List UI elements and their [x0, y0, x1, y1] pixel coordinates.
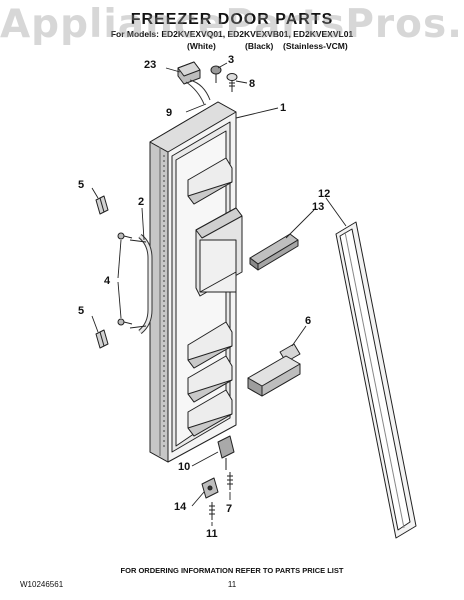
callout-4: 4	[104, 275, 111, 287]
page-title: FREEZER DOOR PARTS	[130, 11, 334, 28]
model-numbers: For Models: ED2KVEXVQ01, ED2KVEXVB01, ED…	[110, 29, 354, 39]
callout-12: 10	[178, 461, 190, 473]
callout-23: 23	[144, 59, 156, 71]
callout-1: 1	[280, 102, 286, 114]
callout-11: 9	[166, 107, 172, 119]
clip-part	[210, 65, 222, 83]
door-gasket	[335, 221, 417, 539]
callout-5-upper: 5	[78, 179, 84, 191]
handle-end-cap-upper	[95, 195, 109, 215]
callout-14: 14	[174, 501, 187, 513]
ice-chute-housing	[195, 207, 243, 297]
callout-2: 2	[138, 196, 144, 208]
lower-hinge	[217, 435, 235, 470]
callout-labels: 23 3 8 9 1 2 4 5 5 12 13 6 10 14 7 11	[78, 54, 330, 540]
callout-3: 3	[228, 54, 234, 66]
callout-6: 6	[305, 315, 311, 327]
variant-stainless: (Stainless-VCM)	[283, 41, 348, 51]
door-handle	[129, 234, 153, 334]
handle-end-cap-lower	[95, 329, 109, 349]
callout-10: 8	[249, 78, 255, 90]
callout-8: 12	[318, 188, 330, 200]
wire-harness-connector	[177, 61, 211, 105]
callout-13: 11	[206, 528, 218, 540]
hinge-block	[201, 477, 219, 499]
ordering-note: FOR ORDERING INFORMATION REFER TO PARTS …	[120, 566, 344, 575]
hinge-screw-a	[227, 472, 233, 490]
handle-screws	[117, 232, 133, 326]
bottom-bin-bracket	[247, 343, 301, 397]
hinge-screw-b	[209, 502, 215, 520]
callout-5-lower: 5	[78, 305, 84, 317]
door-shelves	[187, 157, 233, 437]
trim-strip	[249, 233, 299, 271]
variant-black: (Black)	[245, 41, 274, 51]
variant-white: (White)	[187, 41, 216, 51]
top-screw	[226, 73, 238, 92]
callout-7: 7	[226, 503, 232, 515]
callout-9: 13	[312, 201, 324, 213]
page-number: 11	[227, 580, 237, 589]
document-number: W10246561	[20, 580, 64, 589]
leader-lines	[91, 62, 347, 526]
